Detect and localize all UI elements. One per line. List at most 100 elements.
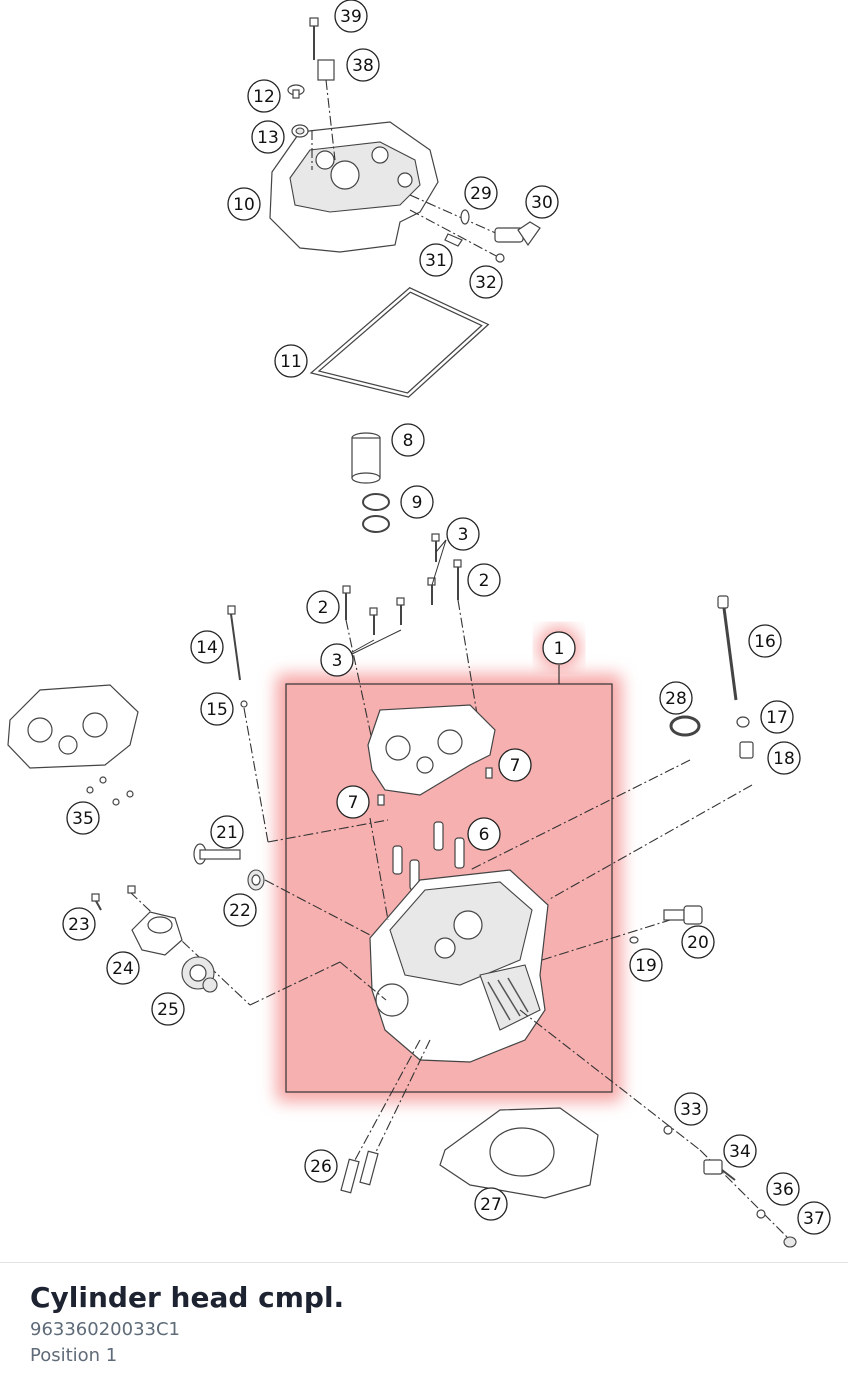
callout-circle: [446, 517, 480, 551]
washer-33-part[interactable]: [663, 1125, 673, 1135]
callout-label: 38: [352, 56, 374, 76]
washer-22-part[interactable]: [247, 869, 265, 891]
callout-label: 37: [803, 1209, 825, 1229]
callout-34[interactable]: 34: [723, 1134, 757, 1168]
head-gasket-27-part[interactable]: [439, 1107, 599, 1199]
callout-31[interactable]: 31: [419, 243, 453, 277]
washer-36-part[interactable]: [756, 1209, 766, 1219]
callout-10[interactable]: 10: [227, 187, 261, 221]
callout-circle: [797, 1201, 831, 1235]
callout-circle: [400, 485, 434, 519]
callout-11[interactable]: 11: [274, 344, 308, 378]
callout-32[interactable]: 32: [469, 265, 503, 299]
callout-circle: [251, 120, 285, 154]
callout-circle: [723, 1134, 757, 1168]
callout-2[interactable]: 2: [467, 563, 501, 597]
callout-label: 18: [773, 749, 795, 769]
callout-circle: [334, 0, 368, 33]
callout-circle: [474, 1187, 508, 1221]
callout-33[interactable]: 33: [674, 1092, 708, 1126]
callout-15[interactable]: 15: [200, 692, 234, 726]
callout-label: 20: [687, 933, 709, 953]
callout-36[interactable]: 36: [766, 1172, 800, 1206]
callout-label: 7: [348, 793, 359, 813]
callout-label: 11: [280, 352, 302, 372]
callout-13[interactable]: 13: [251, 120, 285, 154]
callout-label: 2: [318, 598, 329, 618]
callout-circle: [247, 79, 281, 113]
callout-7[interactable]: 7: [498, 748, 532, 782]
callout-label: 25: [157, 1000, 179, 1020]
callout-38[interactable]: 38: [346, 48, 380, 82]
callout-label: 26: [310, 1157, 332, 1177]
seal-28-part[interactable]: [469, 715, 701, 871]
long-bolt-14-part[interactable]: [227, 605, 389, 843]
callout-35[interactable]: 35: [66, 801, 100, 835]
callout-16[interactable]: 16: [748, 624, 782, 658]
sensor-20-part[interactable]: [663, 905, 703, 925]
camshaft-carrier-part[interactable]: [367, 704, 496, 806]
long-bolt-16-part[interactable]: [547, 595, 754, 901]
sensor-34-part[interactable]: [703, 1159, 736, 1181]
clip-38-part[interactable]: [317, 59, 336, 161]
callout-18[interactable]: 18: [767, 741, 801, 775]
callout-25[interactable]: 25: [151, 992, 185, 1026]
valve-cover-part[interactable]: [269, 121, 439, 253]
thermostat-housing-24-part[interactable]: [127, 885, 183, 956]
callout-label: 35: [72, 809, 94, 829]
valve-cover-gasket-part[interactable]: [309, 287, 490, 398]
callout-39[interactable]: 39: [334, 0, 368, 33]
callout-6[interactable]: 6: [467, 817, 501, 851]
callout-21[interactable]: 21: [210, 815, 244, 849]
callout-19[interactable]: 19: [629, 948, 663, 982]
callout-23[interactable]: 23: [62, 907, 96, 941]
callout-8[interactable]: 8: [391, 423, 425, 457]
nut-37-part[interactable]: [783, 1236, 797, 1248]
cap-8-part[interactable]: [351, 432, 381, 484]
washer-19-part[interactable]: [629, 936, 639, 944]
part-position: Position 1: [30, 1345, 118, 1366]
dowels-26-part[interactable]: [340, 1150, 379, 1194]
callout-circle: [200, 692, 234, 726]
bolts-2-3-part[interactable]: [337, 533, 479, 741]
callout-circle: [223, 893, 257, 927]
screw-23-part[interactable]: [91, 893, 102, 911]
callout-26[interactable]: 26: [304, 1149, 338, 1183]
callout-label: 36: [772, 1180, 794, 1200]
callout-28[interactable]: 28: [659, 681, 693, 715]
callout-14[interactable]: 14: [190, 630, 224, 664]
callout-label: 2: [479, 571, 490, 591]
callout-circle: [227, 187, 261, 221]
washer-13-part[interactable]: [291, 124, 309, 138]
callout-29[interactable]: 29: [464, 176, 498, 210]
callout-label: 23: [68, 915, 90, 935]
o-rings-9-part[interactable]: [362, 493, 390, 533]
thermostat-25-part[interactable]: [181, 956, 218, 993]
stud-21-part[interactable]: [193, 843, 241, 865]
callout-3[interactable]: 3: [446, 517, 480, 551]
valve-guides-6-part[interactable]: [392, 821, 465, 891]
callout-20[interactable]: 20: [681, 925, 715, 959]
callout-circle: [464, 176, 498, 210]
cam-carrier-35-part[interactable]: [7, 684, 139, 806]
bolt-39-part[interactable]: [309, 17, 319, 60]
callout-label: 30: [531, 193, 553, 213]
callout-label: 10: [233, 195, 255, 215]
callout-9[interactable]: 9: [400, 485, 434, 519]
callout-label: 6: [479, 825, 490, 845]
callout-22[interactable]: 22: [223, 893, 257, 927]
callout-1[interactable]: 1: [542, 631, 576, 665]
callout-30[interactable]: 30: [525, 185, 559, 219]
callout-label: 27: [480, 1195, 502, 1215]
callout-17[interactable]: 17: [760, 700, 794, 734]
cylinder-head-part[interactable]: [369, 869, 549, 1063]
callout-27[interactable]: 27: [474, 1187, 508, 1221]
callout-2[interactable]: 2: [306, 590, 340, 624]
grommet-12-part[interactable]: [287, 84, 305, 99]
callout-37[interactable]: 37: [797, 1201, 831, 1235]
callout-7[interactable]: 7: [336, 785, 370, 819]
callout-12[interactable]: 12: [247, 79, 281, 113]
breather-assembly[interactable]: [409, 194, 541, 263]
callout-3[interactable]: 3: [320, 643, 354, 677]
callout-24[interactable]: 24: [106, 951, 140, 985]
